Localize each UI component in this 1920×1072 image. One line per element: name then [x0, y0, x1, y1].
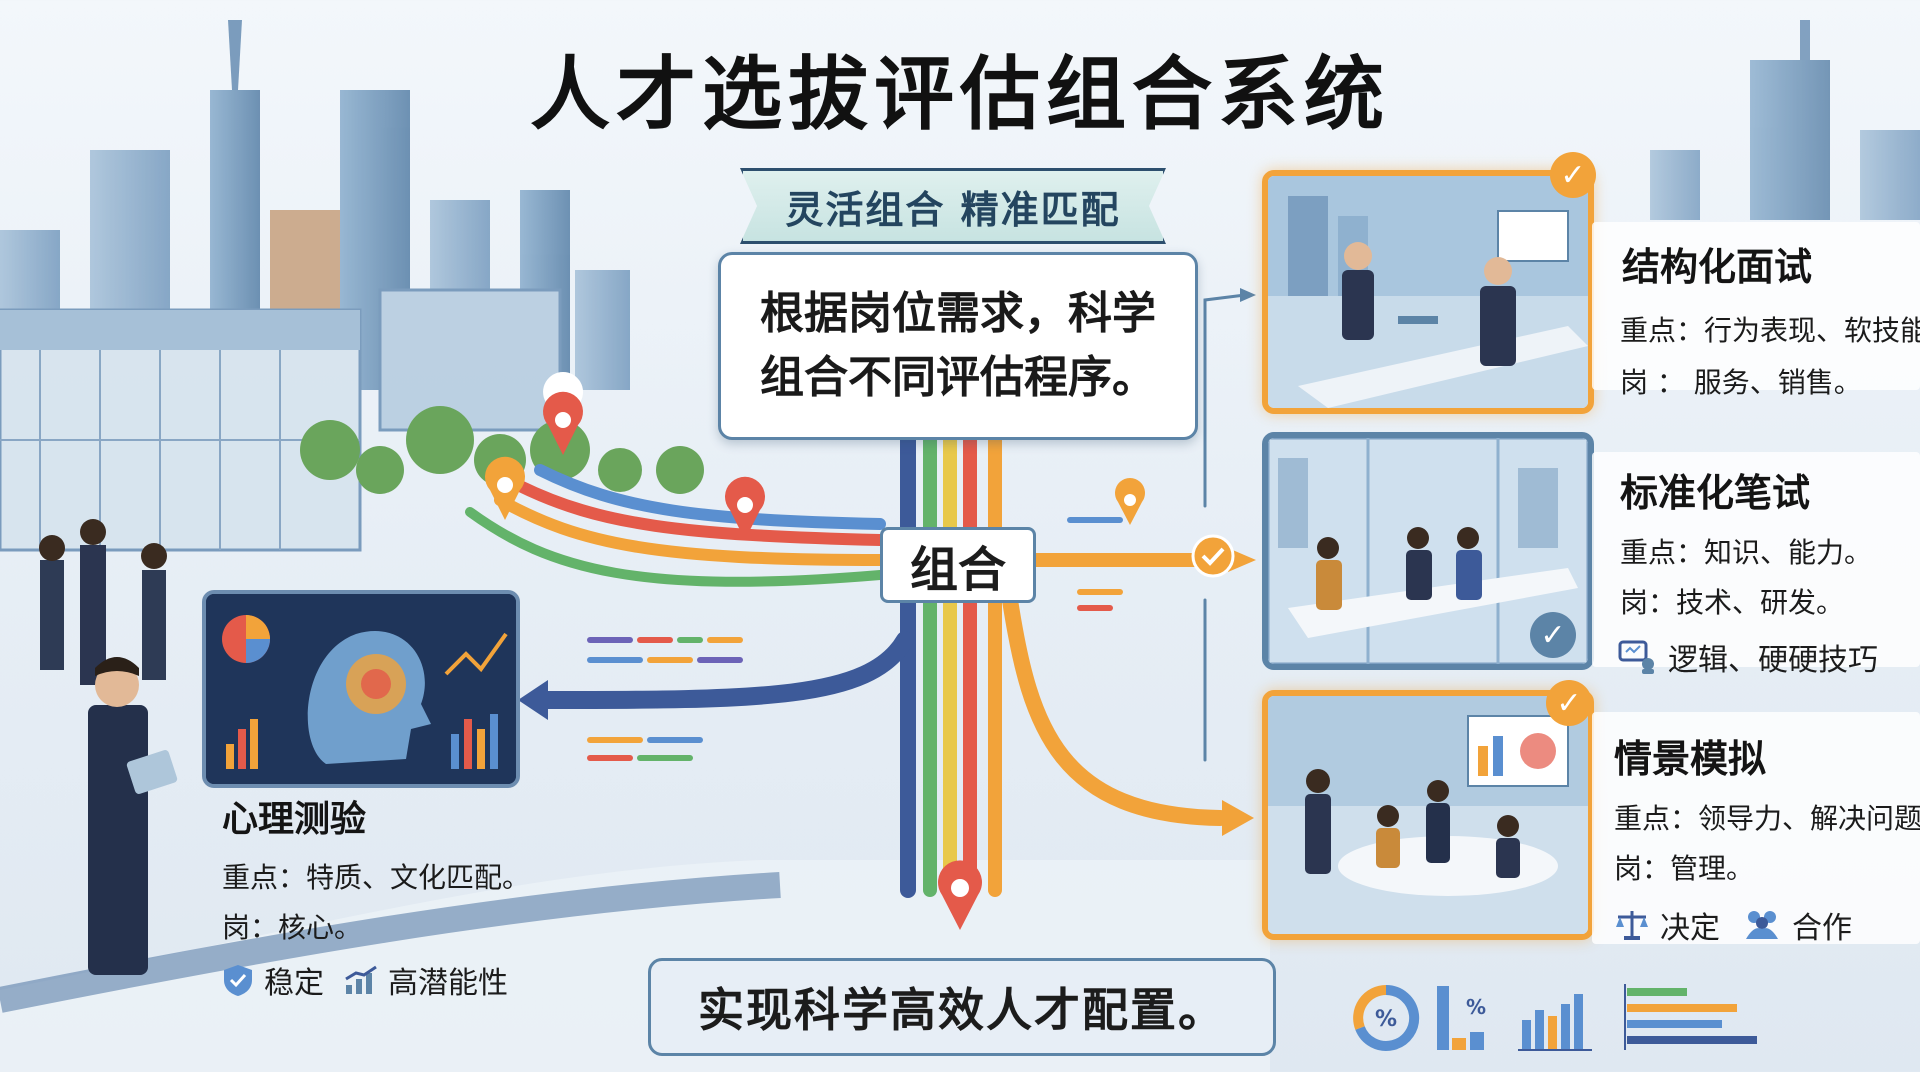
horizontal-bar-chart-icon — [1624, 984, 1757, 1050]
simulation-card: 情景模拟 重点：领导力、解决问题。 岗：管理。 决定 合作 — [1592, 712, 1920, 947]
interview-position: 岗 ： 服务、销售。 — [1620, 366, 1862, 399]
psychology-focus: 重点：特质、文化匹配。 — [222, 861, 531, 894]
psychology-position: 岗：核心。 — [222, 911, 363, 944]
psychology-tags: 稳定 高潜能性 — [222, 958, 530, 1002]
check-icon: ✓ — [1550, 152, 1596, 198]
written-test-position: 岗：技术、研发。 — [1620, 586, 1845, 619]
simulation-position: 岗：管理。 — [1614, 852, 1755, 885]
psychology-dashboard-image — [202, 590, 520, 788]
combination-node: 组合 — [880, 527, 1036, 603]
psychology-tag-stable: 稳定 — [264, 966, 324, 1001]
interview-title: 结构化面试 — [1622, 245, 1813, 289]
simulation-photo — [1262, 690, 1594, 940]
simulation-tags: 决定 合作 — [1614, 903, 1920, 947]
main-statement-box: 根据岗位需求，科学 组合不同评估程序。 — [718, 252, 1198, 440]
check-icon: ✓ — [1530, 612, 1576, 658]
percent-bar-icon: % — [1437, 986, 1486, 1050]
written-test-focus: 重点：知识、能力。 — [1620, 536, 1873, 569]
psychology-title: 心理测验 — [222, 799, 367, 840]
city-skyline-right — [1650, 20, 1920, 220]
interview-photo — [1262, 170, 1594, 414]
simulation-title: 情景模拟 — [1614, 737, 1767, 781]
decorative-charts: % % — [1352, 980, 1912, 1060]
data-dashes — [587, 517, 1123, 761]
written-test-tag: 逻辑、硬硬技巧 — [1618, 635, 1920, 679]
main-statement-line-1: 根据岗位需求，科学 — [760, 288, 1156, 339]
written-test-skill: 逻辑、硬硬技巧 — [1668, 643, 1878, 678]
slogan-ribbon: 灵活组合 精准匹配 — [740, 168, 1166, 244]
shield-icon — [224, 965, 252, 996]
written-test-title: 标准化笔试 — [1620, 471, 1811, 515]
svg-text:%: % — [1375, 1007, 1397, 1032]
brain-analytics-icon — [206, 594, 516, 784]
bottom-statement: 实现科学高效人才配置。 — [648, 958, 1276, 1056]
interview-card: 结构化面试 重点：行为表现、软技能。 岗 ： 服务、销售。 — [1592, 222, 1920, 399]
location-pin-icon — [484, 372, 1145, 930]
simulation-tag-decision: 决定 — [1660, 911, 1720, 946]
simulation-focus: 重点：领导力、解决问题。 — [1614, 802, 1920, 835]
percent-donut-icon: % — [1353, 984, 1420, 1051]
connection-paths — [465, 293, 1247, 898]
psychology-card: 心理测验 重点：特质、文化匹配。 岗：核心。 稳定 高潜能性 — [222, 790, 530, 1002]
business-people — [39, 519, 178, 975]
written-test-card: 标准化笔试 重点：知识、能力。 岗：技术、研发。 逻辑、硬硬技巧 — [1592, 452, 1920, 678]
team-icon — [1746, 911, 1778, 939]
psychology-tag-potential: 高潜能性 — [388, 966, 508, 1001]
simulation-tag-cooperation: 合作 — [1792, 911, 1852, 946]
check-icon — [1191, 534, 1235, 578]
main-statement-line-2: 组合不同评估程序。 — [760, 352, 1156, 403]
svg-text:%: % — [1466, 995, 1486, 1019]
growth-chart-icon — [345, 965, 377, 994]
logic-icon — [1618, 640, 1654, 674]
page-title: 人才选拔评估组合系统 — [530, 48, 1390, 141]
check-icon: ✓ — [1546, 680, 1592, 726]
scales-icon — [1616, 911, 1648, 940]
city-skyline-left — [0, 20, 630, 552]
bar-chart-icon — [1518, 994, 1592, 1051]
interview-focus: 重点：行为表现、软技能。 — [1620, 314, 1920, 347]
